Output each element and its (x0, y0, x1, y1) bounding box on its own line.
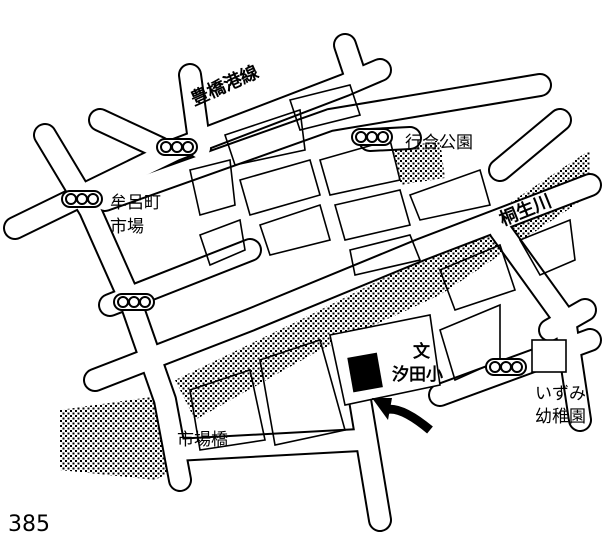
town-label-1: 牟呂町 (110, 193, 161, 213)
bridge-label: 市場橋 (177, 430, 228, 450)
direction-arrow (383, 404, 433, 434)
park-area (393, 140, 445, 185)
blocks (189, 84, 576, 451)
kindergarten-label-2: 幼稚園 (535, 407, 586, 427)
traffic-light-icon (61, 190, 103, 208)
school-label: 汐田小 (392, 365, 443, 385)
kindergarten-label-1: いずみ (535, 384, 586, 404)
kindergarten-building (531, 339, 567, 373)
school-symbol: 文 (413, 342, 430, 362)
traffic-light-icon (113, 293, 155, 311)
school-building (347, 352, 383, 393)
town-label-2: 市場 (110, 217, 144, 237)
traffic-light-icon (351, 128, 393, 146)
park-label: 行合公園 (405, 133, 473, 153)
river-lower-left (60, 395, 175, 480)
traffic-light-icon (485, 358, 527, 376)
traffic-signals (61, 128, 527, 376)
traffic-light-icon (156, 138, 198, 156)
page-number: 385 (8, 512, 50, 537)
river-kiryu (175, 150, 590, 420)
arrow-head (372, 398, 392, 420)
